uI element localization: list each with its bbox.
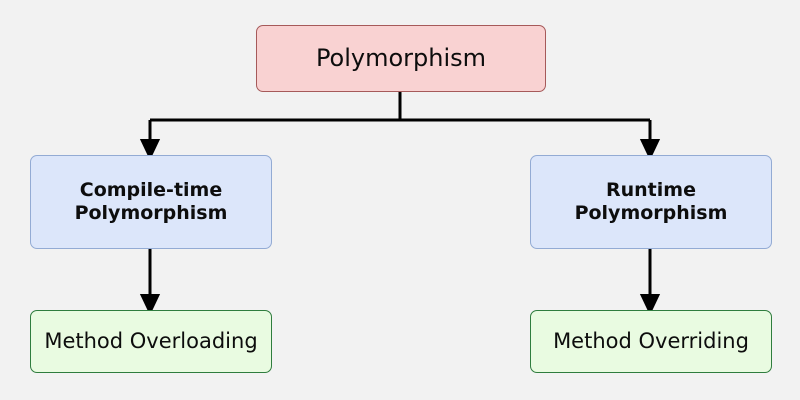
node-compile-time-polymorphism: Compile-time Polymorphism <box>30 155 272 249</box>
node-polymorphism: Polymorphism <box>256 25 546 92</box>
node-compile-time-polymorphism-label: Compile-time Polymorphism <box>74 178 228 224</box>
node-method-overriding-label: Method Overriding <box>553 328 749 353</box>
node-runtime-polymorphism-label: Runtime Polymorphism <box>574 178 728 224</box>
node-method-overloading: Method Overloading <box>30 310 272 373</box>
node-runtime-polymorphism: Runtime Polymorphism <box>530 155 772 249</box>
node-method-overloading-label: Method Overloading <box>44 328 258 353</box>
node-method-overriding: Method Overriding <box>530 310 772 373</box>
node-polymorphism-label: Polymorphism <box>315 43 487 72</box>
